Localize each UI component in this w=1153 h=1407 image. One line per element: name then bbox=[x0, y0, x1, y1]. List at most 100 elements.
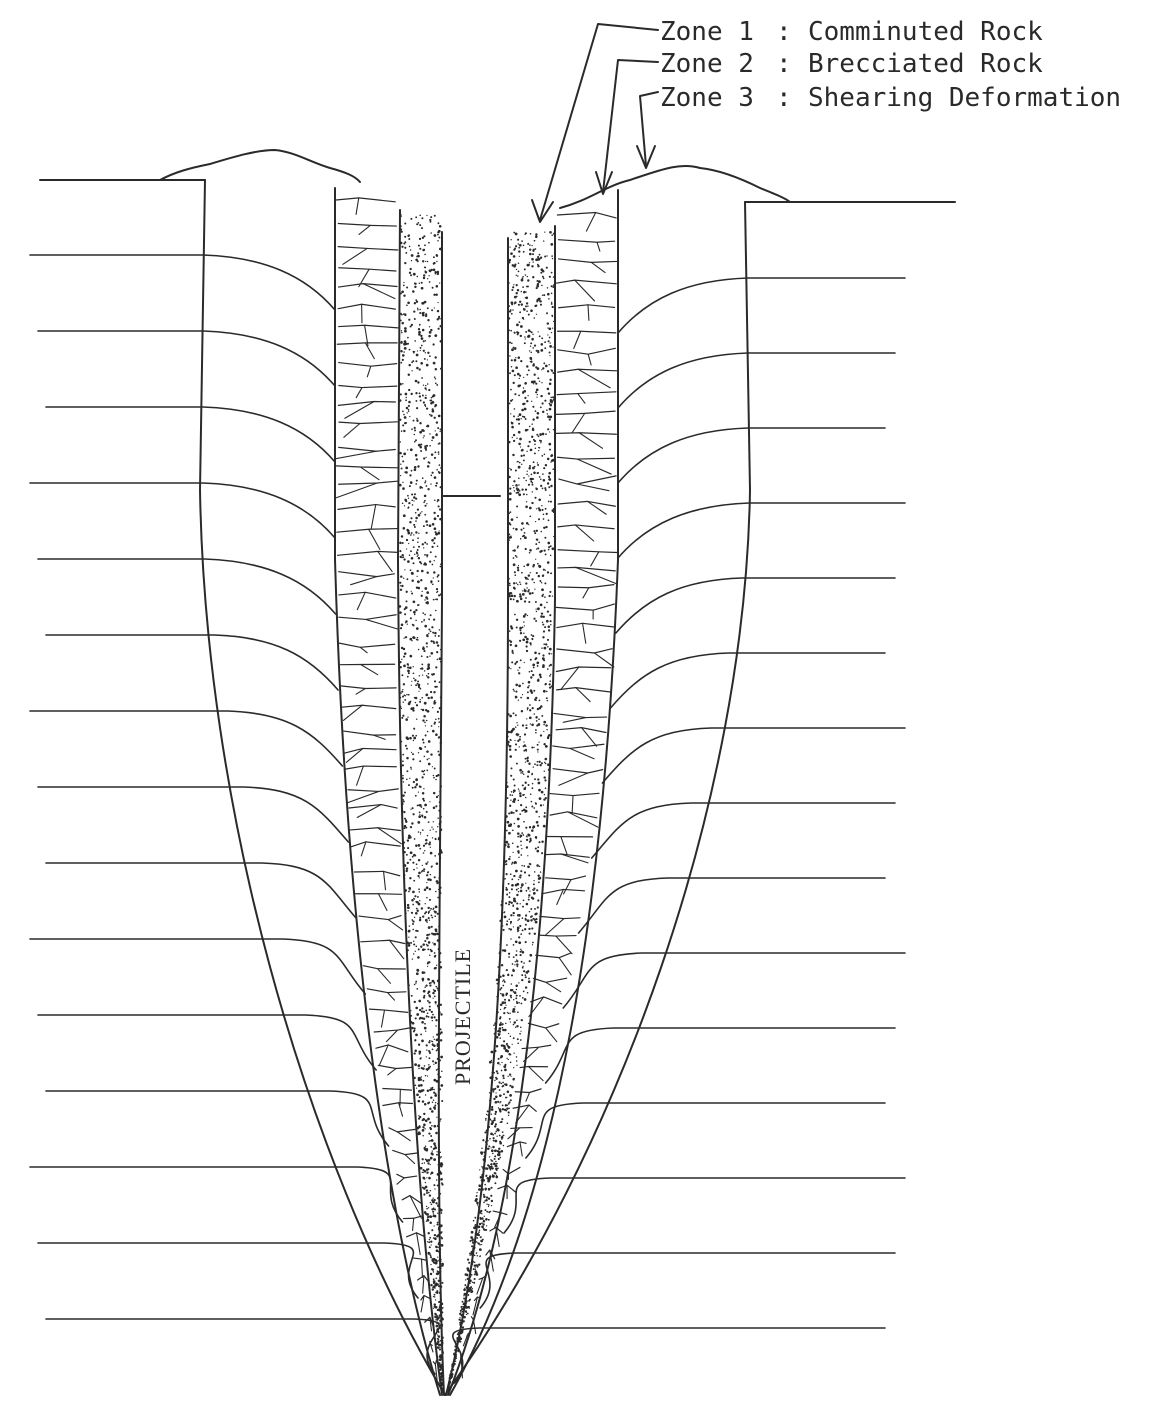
comminuted-grain-right bbox=[470, 1287, 472, 1289]
comminuted-grain-right bbox=[475, 1271, 478, 1274]
breccia-crack-right bbox=[557, 688, 611, 692]
comminuted-grain-left bbox=[433, 1278, 435, 1280]
comminuted-grain-left bbox=[409, 925, 411, 927]
comminuted-grain-left bbox=[402, 383, 404, 385]
comminuted-grain-left bbox=[421, 287, 424, 290]
comminuted-grain-right bbox=[504, 916, 507, 919]
comminuted-grain-right bbox=[528, 601, 530, 603]
breccia-crack-right bbox=[577, 484, 609, 491]
comminuted-grain-left bbox=[401, 557, 402, 558]
comminuted-grain-right bbox=[513, 1067, 514, 1068]
comminuted-grain-left bbox=[419, 422, 421, 424]
comminuted-grain-right bbox=[496, 1163, 498, 1165]
comminuted-grain-right bbox=[543, 724, 545, 726]
comminuted-grain-left bbox=[425, 340, 427, 342]
comminuted-grain-right bbox=[524, 590, 527, 593]
comminuted-grain-left bbox=[417, 570, 419, 572]
comminuted-grain-right bbox=[549, 675, 551, 677]
stratum-line-left bbox=[46, 1319, 439, 1374]
comminuted-grain-left bbox=[431, 673, 433, 675]
comminuted-grain-right bbox=[517, 584, 519, 586]
comminuted-grain-left bbox=[413, 611, 416, 614]
breccia-crack-left bbox=[433, 1360, 436, 1365]
comminuted-grain-right bbox=[476, 1252, 477, 1253]
breccia-crack-left bbox=[360, 647, 367, 652]
comminuted-grain-right bbox=[517, 275, 519, 277]
comminuted-grain-left bbox=[439, 282, 440, 283]
comminuted-grain-right bbox=[508, 901, 510, 903]
comminuted-grain-left bbox=[401, 624, 404, 627]
comminuted-grain-right bbox=[509, 1018, 511, 1020]
comminuted-grain-right bbox=[547, 415, 550, 418]
comminuted-grain-left bbox=[409, 485, 411, 487]
comminuted-grain-left bbox=[426, 445, 428, 447]
comminuted-grain-right bbox=[518, 431, 521, 434]
comminuted-grain-left bbox=[412, 862, 414, 864]
comminuted-grain-left bbox=[430, 329, 432, 331]
comminuted-grain-right bbox=[525, 806, 527, 808]
comminuted-grain-right bbox=[519, 301, 521, 303]
comminuted-grain-left bbox=[431, 933, 433, 935]
comminuted-grain-left bbox=[423, 1011, 425, 1013]
comminuted-grain-left bbox=[441, 1070, 443, 1072]
comminuted-grain-right bbox=[526, 645, 528, 647]
comminuted-grain-right bbox=[521, 1003, 523, 1005]
comminuted-grain-right bbox=[519, 321, 521, 323]
comminuted-grain-left bbox=[408, 944, 411, 947]
comminuted-grain-right bbox=[512, 454, 514, 456]
comminuted-grain-right bbox=[526, 641, 529, 644]
comminuted-grain-right bbox=[543, 659, 545, 661]
comminuted-grain-right bbox=[528, 784, 530, 786]
comminuted-grain-right bbox=[516, 506, 518, 508]
comminuted-grain-right bbox=[541, 715, 543, 717]
comminuted-grain-right bbox=[526, 522, 529, 525]
comminuted-grain-left bbox=[422, 543, 424, 545]
comminuted-grain-left bbox=[427, 1118, 430, 1121]
comminuted-grain-right bbox=[474, 1224, 476, 1226]
comminuted-grain-left bbox=[435, 378, 437, 380]
comminuted-grain-right bbox=[503, 929, 505, 931]
breccia-crack-right bbox=[528, 1023, 558, 1028]
comminuted-grain-right bbox=[519, 835, 522, 838]
comminuted-grain-left bbox=[424, 599, 425, 600]
comminuted-grain-left bbox=[428, 335, 431, 338]
breccia-crack-right bbox=[588, 305, 589, 321]
comminuted-grain-left bbox=[408, 891, 410, 893]
comminuted-grain-right bbox=[524, 794, 525, 795]
comminuted-grain-right bbox=[525, 761, 526, 762]
comminuted-grain-left bbox=[407, 343, 409, 345]
comminuted-grain-right bbox=[509, 630, 511, 632]
stratum-line-right bbox=[504, 1178, 905, 1233]
stratum-line-left bbox=[38, 331, 335, 386]
comminuted-grain-left bbox=[420, 1084, 423, 1087]
comminuted-grain-right bbox=[509, 755, 512, 758]
comminuted-grain-right bbox=[472, 1282, 473, 1283]
comminuted-grain-left bbox=[415, 620, 416, 621]
comminuted-grain-right bbox=[515, 997, 517, 999]
comminuted-grain-right bbox=[530, 689, 533, 692]
comminuted-grain-right bbox=[511, 426, 514, 429]
comminuted-grain-right bbox=[476, 1241, 477, 1242]
comminuted-grain-left bbox=[434, 476, 437, 479]
comminuted-grain-left bbox=[402, 794, 404, 796]
comminuted-grain-right bbox=[527, 445, 529, 447]
comminuted-grain-left bbox=[423, 990, 426, 993]
comminuted-grain-left bbox=[404, 222, 406, 224]
comminuted-grain-left bbox=[424, 1178, 426, 1180]
comminuted-grain-right bbox=[477, 1204, 478, 1205]
comminuted-grain-right bbox=[529, 262, 530, 263]
comminuted-grain-left bbox=[437, 240, 439, 242]
comminuted-grain-right bbox=[520, 954, 522, 956]
comminuted-grain-left bbox=[406, 591, 408, 593]
comminuted-grain-left bbox=[410, 534, 412, 536]
comminuted-grain-left bbox=[435, 733, 438, 736]
comminuted-grain-left bbox=[436, 1224, 438, 1226]
comminuted-grain-right bbox=[537, 547, 539, 549]
comminuted-grain-right bbox=[527, 865, 530, 868]
comminuted-grain-right bbox=[525, 488, 527, 490]
comminuted-grain-left bbox=[414, 427, 416, 429]
comminuted-grain-right bbox=[500, 1057, 502, 1059]
comminuted-grain-right bbox=[499, 1142, 502, 1145]
comminuted-grain-left bbox=[434, 457, 436, 459]
comminuted-grain-left bbox=[436, 469, 438, 471]
